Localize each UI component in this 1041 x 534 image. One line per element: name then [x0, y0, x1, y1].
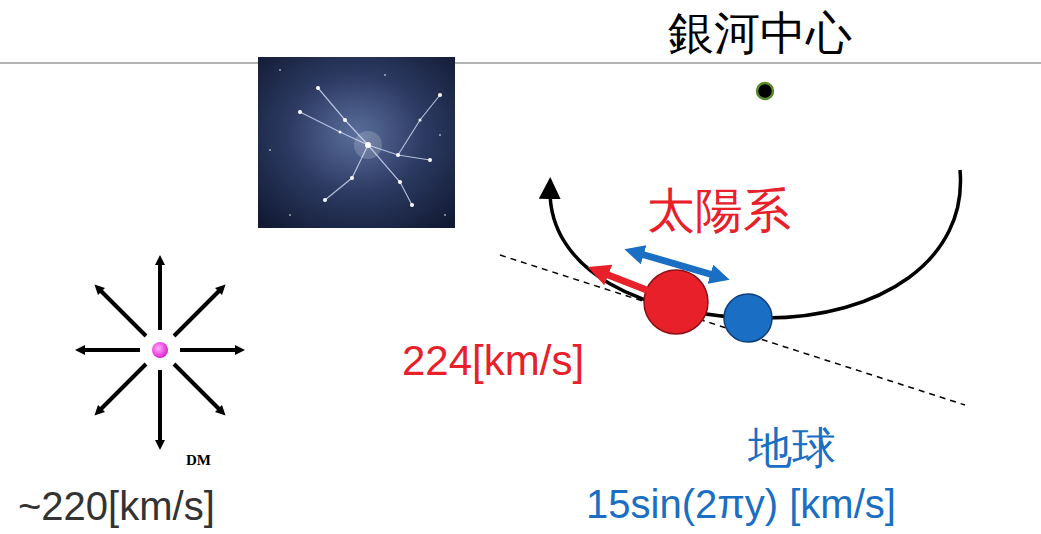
sun-velocity-arrow: [598, 271, 662, 296]
galactic-center-dot: [757, 83, 773, 99]
solar-system-label: 太陽系: [647, 186, 791, 234]
dashed-line: [500, 255, 965, 405]
constellation-image: [258, 57, 455, 228]
dark-matter-dot: [152, 342, 168, 358]
dark-matter-symbol: [80, 260, 240, 445]
dm-speed-label: ~220[km/s]: [18, 486, 215, 526]
rule-line: [455, 62, 1041, 64]
galactic-center-label: 銀河中心: [668, 10, 852, 56]
dm-label: DM: [186, 453, 211, 468]
earth-speed-label: 15sin(2πy) [km/s]: [586, 484, 896, 524]
earth-label: 地球: [748, 426, 836, 470]
sun-circle: [644, 270, 708, 334]
earth-velocity-arrow: [634, 252, 720, 277]
rule-line: [0, 62, 258, 64]
earth-circle: [724, 294, 772, 342]
sun-speed-label: 224[km/s]: [402, 340, 584, 382]
